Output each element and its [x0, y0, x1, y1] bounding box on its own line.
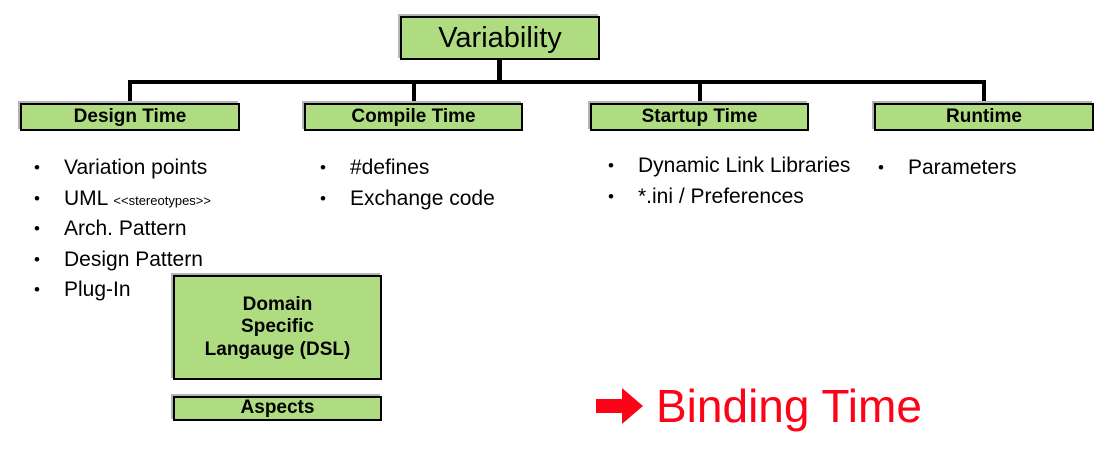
bullet-list-startup-time: • Dynamic Link Libraries • *.ini / Prefe… [608, 152, 863, 213]
list-item-text: *.ini / Preferences [638, 184, 804, 208]
list-item: • Design Pattern [34, 246, 294, 275]
bullet-marker-icon: • [878, 158, 884, 177]
list-item: • Dynamic Link Libraries [608, 152, 863, 181]
node-startup-time-label: Startup Time [641, 105, 758, 127]
list-item-text: #defines [350, 156, 430, 179]
node-domain-specific-language-label: Domain Specific Langauge (DSL) [204, 293, 351, 360]
bullet-marker-icon: • [34, 249, 40, 269]
list-item: • #defines [320, 154, 570, 183]
node-compile-time-label: Compile Time [351, 105, 476, 127]
list-item: • Parameters [878, 154, 1098, 183]
node-compile-time: Compile Time [304, 103, 523, 131]
connector-trunk-vertical [497, 60, 502, 84]
list-item: • Plug-In [34, 276, 294, 305]
binding-time-label: Binding Time [656, 380, 922, 432]
node-startup-time: Startup Time [590, 103, 809, 131]
node-runtime: Runtime [874, 103, 1094, 131]
node-variability-label: Variability [438, 21, 562, 54]
bullet-marker-icon: • [608, 186, 614, 206]
list-item-text: UML <<stereotypes>> [64, 186, 211, 210]
list-item-text: Design Pattern [64, 247, 203, 271]
node-variability: Variability [400, 16, 600, 60]
list-item-text: Parameters [908, 156, 1017, 179]
bullet-marker-icon: • [34, 219, 40, 239]
binding-time-callout: Binding Time [596, 383, 922, 429]
bullet-list-compile-time: • #defines • Exchange code [320, 154, 570, 215]
bullet-list-design-time: • Variation points • UML <<stereotypes>>… [34, 154, 294, 307]
bullet-marker-icon: • [320, 158, 326, 177]
bullet-marker-icon: • [34, 188, 40, 208]
node-design-time: Design Time [20, 103, 240, 131]
node-aspects-label: Aspects [240, 397, 315, 419]
connector-drop-compile-time [412, 80, 416, 103]
bullet-marker-icon: • [320, 188, 326, 208]
bullet-marker-icon: • [34, 158, 40, 177]
list-item: • Exchange code [320, 185, 570, 214]
connector-drop-runtime [982, 80, 986, 103]
list-item-text: Arch. Pattern [64, 217, 187, 241]
node-domain-specific-language: Domain Specific Langauge (DSL) [173, 275, 382, 380]
node-design-time-label: Design Time [73, 105, 187, 127]
node-runtime-label: Runtime [946, 105, 1022, 127]
list-item-text: Plug-In [64, 278, 131, 302]
right-arrow-icon [596, 388, 643, 424]
bullet-list-runtime: • Parameters [878, 154, 1098, 185]
connector-bus-horizontal [130, 80, 985, 84]
node-aspects: Aspects [173, 396, 382, 421]
list-item: • UML <<stereotypes>> [34, 185, 294, 214]
list-item-text: Dynamic Link Libraries [638, 154, 851, 177]
list-item-text: Exchange code [350, 186, 495, 210]
list-item-text: Variation points [64, 156, 208, 179]
list-item: • Variation points [34, 154, 294, 183]
list-item: • Arch. Pattern [34, 215, 294, 244]
connector-drop-startup-time [698, 80, 702, 103]
connector-drop-design-time [128, 80, 132, 103]
list-item-stereotype: <<stereotypes>> [113, 192, 211, 208]
bullet-marker-icon: • [34, 280, 40, 300]
bullet-marker-icon: • [608, 156, 614, 175]
list-item: • *.ini / Preferences [608, 183, 863, 212]
